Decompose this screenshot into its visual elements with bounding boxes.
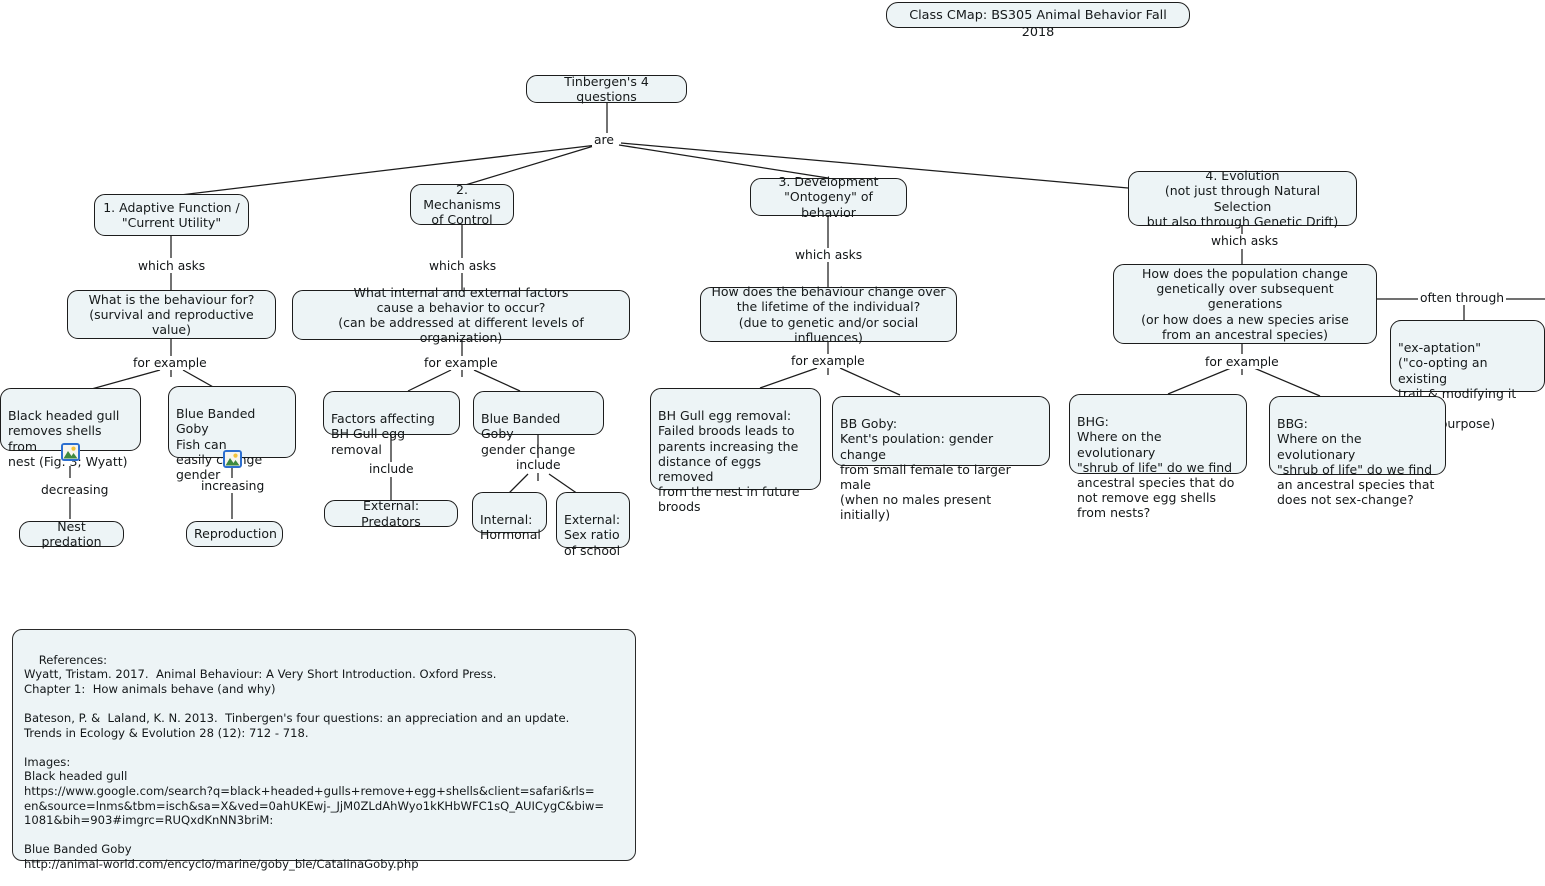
- references-box: References: Wyatt, Tristam. 2017. Animal…: [12, 629, 636, 871]
- node-branch3-example-b-label: BB Goby: Kent's poulation: gender change…: [840, 416, 1011, 523]
- link-label-decreasing-text: decreasing: [41, 483, 109, 497]
- node-branch2-heading-label: 2. Mechanisms of Control: [423, 181, 501, 228]
- link-label-which-asks-1-text: which asks: [138, 259, 206, 273]
- link-label-which-asks-4: which asks: [1209, 234, 1281, 248]
- link-label-decreasing: decreasing: [39, 483, 111, 497]
- node-branch2-detail-external-predators[interactable]: External: Predators: [324, 498, 458, 529]
- link-label-include-1: include: [367, 462, 416, 476]
- link-label-for-example-2: for example: [422, 356, 500, 370]
- node-branch4-heading-label: 4. Evolution (not just through Natural S…: [1146, 168, 1339, 229]
- link-label-increasing: increasing: [199, 479, 267, 493]
- link-label-often-through: often through: [1418, 291, 1507, 305]
- node-branch3-example-bh-gull-egg-removal[interactable]: BH Gull egg removal: Failed broods leads…: [650, 388, 821, 514]
- node-branch1-example-black-headed-gull[interactable]: Black headed gull removes shells from ne…: [0, 388, 141, 469]
- node-branch1-outcome-b-label: Reproduction: [194, 526, 277, 542]
- node-branch4-example-a-label: BHG: Where on the evolutionary "shrub of…: [1077, 414, 1235, 521]
- node-branch2-detail-a-label: External: Predators: [361, 498, 421, 529]
- node-branch2-detail-b-label: Internal: Hormonal: [480, 512, 541, 543]
- link-label-include-1-text: include: [369, 462, 414, 476]
- node-root-tinbergens-4-questions[interactable]: Tinbergen's 4 questions: [526, 73, 687, 104]
- node-branch1-question-label: What is the behaviour for? (survival and…: [88, 291, 255, 338]
- link-label-for-example-4-text: for example: [1205, 355, 1279, 369]
- node-branch1-question[interactable]: What is the behaviour for? (survival and…: [67, 290, 276, 339]
- node-branch1-outcome-nest-predation[interactable]: Nest predation: [19, 518, 124, 549]
- link-label-for-example-4: for example: [1203, 355, 1281, 369]
- node-branch3-example-bb-goby[interactable]: BB Goby: Kent's poulation: gender change…: [832, 396, 1050, 522]
- image-thumbnail-icon[interactable]: [223, 450, 242, 468]
- link-label-which-asks-1: which asks: [136, 259, 208, 273]
- node-branch2-detail-internal-hormonal[interactable]: Internal: Hormonal: [472, 492, 547, 542]
- node-branch2-question[interactable]: What internal and external factors cause…: [292, 285, 630, 345]
- node-branch2-example-factors-bh-gull[interactable]: Factors affecting BH Gull egg removal: [323, 391, 460, 457]
- node-branch1-heading-label: 1. Adaptive Function / "Current Utility": [103, 199, 240, 230]
- link-label-which-asks-3-text: which asks: [795, 248, 863, 262]
- node-branch3-development-ontogeny[interactable]: 3. Development "Ontogeny" of behavior: [750, 174, 907, 220]
- node-branch1-outcome-a-label: Nest predation: [41, 518, 102, 549]
- node-branch3-heading-label: 3. Development "Ontogeny" of behavior: [778, 174, 879, 220]
- node-branch4-example-bhg[interactable]: BHG: Where on the evolutionary "shrub of…: [1069, 394, 1247, 520]
- link-label-increasing-text: increasing: [201, 479, 265, 493]
- node-branch2-mechanisms-of-control[interactable]: 2. Mechanisms of Control: [410, 181, 514, 228]
- node-branch4-exaptation[interactable]: "ex-aptation" ("co-opting an existing tr…: [1390, 320, 1545, 431]
- node-branch4-question[interactable]: How does the population change genetical…: [1113, 264, 1377, 344]
- references-text: References: Wyatt, Tristam. 2017. Animal…: [24, 652, 605, 871]
- link-label-are-text: are: [594, 133, 614, 147]
- class-cmap-title: Class CMap: BS305 Animal Behavior Fall 2…: [886, 2, 1190, 40]
- node-branch2-example-a-label: Factors affecting BH Gull egg removal: [331, 411, 435, 457]
- node-branch1-adaptive-function[interactable]: 1. Adaptive Function / "Current Utility": [94, 194, 249, 236]
- node-branch2-detail-external-sex-ratio[interactable]: External: Sex ratio of school: [556, 492, 630, 558]
- link-label-which-asks-4-text: which asks: [1211, 234, 1279, 248]
- node-branch3-example-a-label: BH Gull egg removal: Failed broods leads…: [658, 408, 800, 515]
- image-thumbnail-icon[interactable]: [61, 443, 80, 461]
- node-branch4-question-label: How does the population change genetical…: [1141, 266, 1349, 342]
- node-branch2-question-label: What internal and external factors cause…: [338, 284, 584, 346]
- node-branch4-example-b-label: BBG: Where on the evolutionary "shrub of…: [1277, 416, 1435, 508]
- node-branch2-detail-c-label: External: Sex ratio of school: [564, 512, 621, 558]
- link-label-for-example-2-text: for example: [424, 356, 498, 370]
- link-label-are: are: [592, 133, 616, 147]
- link-label-for-example-3-text: for example: [791, 354, 865, 368]
- link-label-often-through-text: often through: [1420, 291, 1505, 305]
- link-label-which-asks-2-text: which asks: [429, 259, 497, 273]
- link-label-which-asks-2: which asks: [427, 259, 499, 273]
- node-branch4-evolution[interactable]: 4. Evolution (not just through Natural S…: [1128, 168, 1357, 229]
- link-label-which-asks-3: which asks: [793, 248, 865, 262]
- node-branch3-question-label: How does the behaviour change over the l…: [711, 284, 946, 345]
- node-branch1-example-blue-banded-goby[interactable]: Blue Banded Goby Fish can easily change …: [168, 386, 296, 482]
- node-branch1-outcome-reproduction[interactable]: Reproduction: [186, 521, 283, 547]
- link-label-for-example-1-text: for example: [133, 356, 207, 370]
- node-branch1-example-b-label: Blue Banded Goby Fish can easily change …: [176, 406, 262, 483]
- link-label-include-2-text: include: [516, 458, 561, 472]
- node-branch2-example-b-label: Blue Banded Goby gender change: [481, 411, 576, 457]
- node-branch1-example-a-label: Black headed gull removes shells from ne…: [8, 408, 128, 469]
- node-branch2-example-goby-gender-change[interactable]: Blue Banded Goby gender change: [473, 391, 604, 457]
- node-branch3-question[interactable]: How does the behaviour change over the l…: [700, 284, 957, 345]
- node-branch4-example-bbg[interactable]: BBG: Where on the evolutionary "shrub of…: [1269, 396, 1446, 507]
- class-cmap-title-label: Class CMap: BS305 Animal Behavior Fall 2…: [909, 8, 1167, 40]
- link-label-for-example-3: for example: [789, 354, 867, 368]
- link-label-for-example-1: for example: [131, 356, 209, 370]
- node-root-label: Tinbergen's 4 questions: [564, 73, 649, 104]
- link-label-include-2: include: [514, 458, 563, 472]
